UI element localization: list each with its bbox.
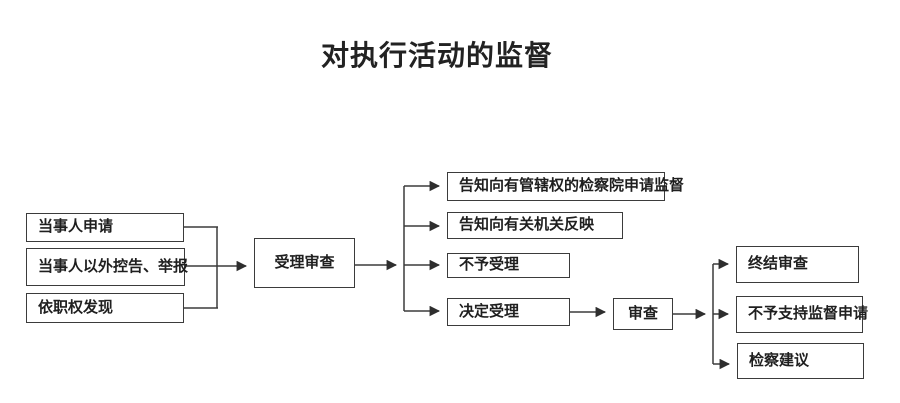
node-procuratorial-suggestion: 检察建议 xyxy=(737,343,864,379)
node-review: 审查 xyxy=(613,298,673,330)
node-inform-reflect-to-relevant-organ: 告知向有关机关反映 xyxy=(447,212,623,239)
node-non-party-accusation-report: 当事人以外控告、举报 xyxy=(26,248,188,286)
node-party-application: 当事人申请 xyxy=(26,213,184,242)
edge-group xyxy=(184,180,731,370)
node-inform-apply-to-competent-procuratorate: 告知向有管辖权的检察院申请监督 xyxy=(447,172,684,201)
node-not-accept: 不予受理 xyxy=(447,253,570,278)
node-decide-to-accept: 决定受理 xyxy=(447,298,570,326)
node-terminate-review: 终结审查 xyxy=(736,246,859,283)
node-acceptance-review: 受理审查 xyxy=(254,238,355,288)
diagram-title: 对执行活动的监督 xyxy=(320,41,553,72)
node-not-support-supervision-application: 不予支持监督申请 xyxy=(736,296,868,333)
node-ex-officio-discovery: 依职权发现 xyxy=(26,293,184,323)
